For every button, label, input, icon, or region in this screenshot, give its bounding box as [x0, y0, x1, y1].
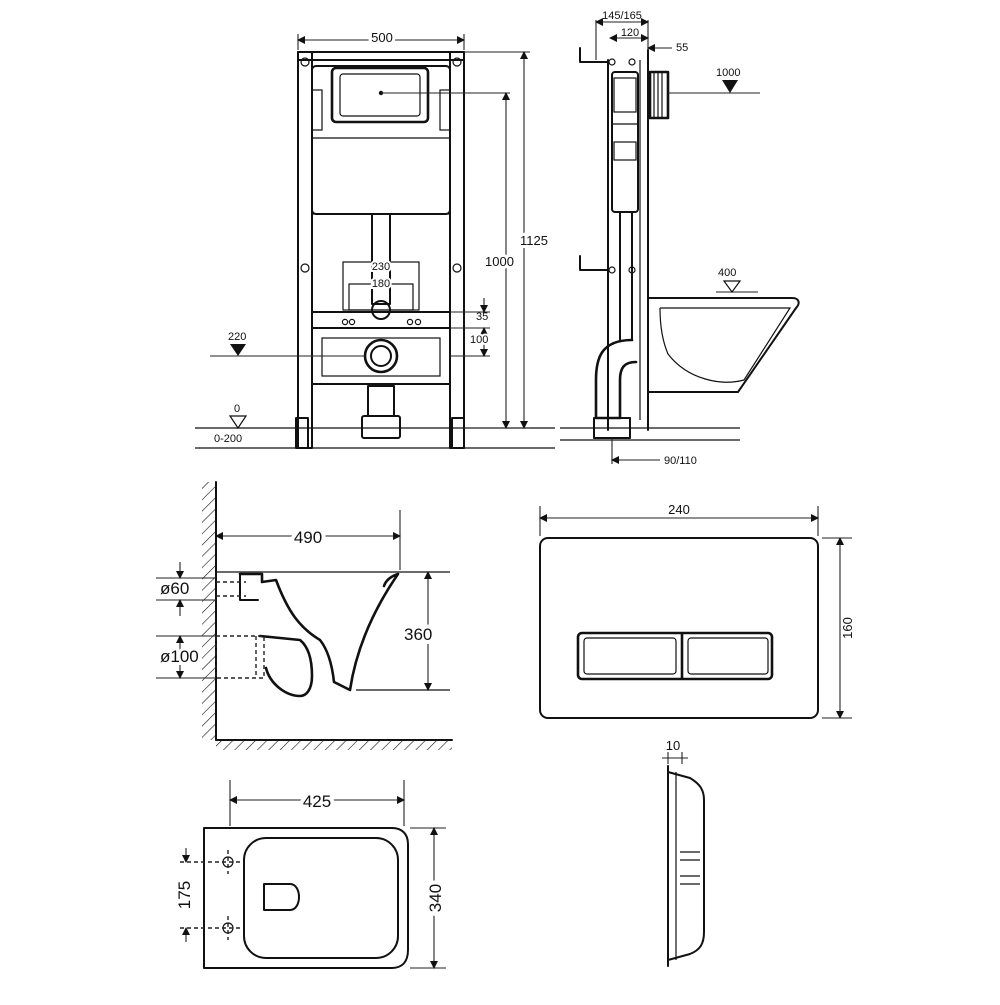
flush-button-small[interactable]	[583, 637, 677, 675]
cistern-side-bracket	[439, 89, 451, 131]
side-cistern	[611, 71, 639, 213]
top-drain-hole	[263, 883, 300, 911]
toilet-side-section: 490 360 ø60 ø100	[156, 481, 453, 750]
dim-spacing-230: 230	[372, 261, 390, 273]
top-inner-bowl	[243, 837, 399, 959]
dim-depth-55: 55	[676, 42, 688, 54]
mounting-bar-upper	[311, 311, 451, 329]
flush-button-large[interactable]	[687, 637, 769, 675]
side-bowl-inner	[659, 307, 792, 383]
dim-pipe-90-110: 90/110	[664, 455, 697, 467]
drain-support	[321, 337, 441, 377]
dim-depth-145-165: 145/165	[602, 10, 642, 22]
dim-plate-height-160: 160	[840, 617, 855, 639]
bracket-bolt	[628, 58, 636, 66]
bracket-bolt	[608, 266, 616, 274]
toilet-top-view: 425 340 175	[171, 780, 449, 969]
cistern-side-bracket	[311, 89, 323, 131]
dim-plate-thickness-10: 10	[666, 738, 680, 753]
bowl-trap	[258, 634, 314, 698]
level-220: 220	[228, 331, 246, 343]
drain-pipe-foot	[361, 415, 401, 439]
wall-bracket-top	[579, 47, 609, 63]
side-cistern-valve	[613, 141, 637, 161]
flush-pipe	[371, 213, 391, 305]
drain-pipe	[367, 385, 395, 417]
level-marker-open	[228, 415, 248, 430]
drain-bend-inner	[370, 345, 392, 367]
post-hole	[300, 263, 310, 273]
dim-offset-35: 35	[476, 311, 488, 323]
plate-side-profile	[667, 771, 705, 961]
level-1000: 1000	[716, 67, 740, 79]
bolt-hole	[406, 318, 414, 326]
post-hole	[452, 263, 462, 273]
frame-left-foot	[295, 417, 309, 449]
side-view: 145/165 120 55 1000 400 90/110	[560, 10, 800, 467]
level-marker-open	[722, 280, 742, 294]
post-hole	[300, 57, 310, 67]
dim-offset-100: 100	[470, 334, 488, 346]
bracket-bolt	[608, 58, 616, 66]
dim-height-1000: 1000	[485, 254, 514, 269]
level-range-0-200: 0-200	[214, 433, 242, 445]
bolt-spacing-180	[348, 283, 414, 311]
outlet-dash	[215, 635, 265, 679]
bowl-outline	[238, 572, 400, 692]
wall-hatch	[202, 482, 216, 740]
post-hole	[452, 57, 462, 67]
flush-plate-front: 240 160	[539, 502, 855, 719]
dim-depth-120: 120	[621, 27, 639, 39]
side-drain-bend	[594, 338, 638, 420]
flush-plate-side: 10	[662, 738, 705, 967]
top-outer-rim	[203, 827, 409, 969]
frame-left-post	[297, 51, 313, 449]
front-view-dimensions: 500 1125 1000 230 180 35 100 220 0 0-200	[210, 27, 551, 445]
bolt-hole	[341, 318, 349, 326]
frame-right-foot	[451, 417, 465, 449]
front-view-frame	[195, 51, 555, 449]
dim-length-490: 490	[294, 528, 322, 547]
level-marker-filled	[230, 344, 246, 356]
cistern-service-opening	[330, 66, 430, 124]
dim-width-500: 500	[371, 30, 393, 45]
dim-bolt-175: 175	[175, 881, 194, 909]
level-400: 400	[718, 267, 736, 279]
side-flush-box	[648, 70, 670, 120]
side-bowl-outline	[647, 297, 800, 393]
level-marker-filled	[722, 80, 738, 93]
frame-right-post	[449, 51, 465, 449]
flush-plate-button-frame	[576, 631, 774, 681]
dim-depth-340: 340	[426, 884, 445, 912]
dim-inlet-60: ø60	[160, 579, 189, 598]
floor-hatch	[216, 740, 452, 750]
drain-bend	[363, 338, 399, 374]
wall-bracket-bottom	[579, 255, 609, 271]
bolt-hole	[348, 318, 356, 326]
dim-outlet-100: ø100	[160, 647, 199, 666]
bowl-inlet	[239, 573, 259, 601]
dim-plate-width-240: 240	[668, 502, 690, 517]
cistern-service-inner	[339, 73, 421, 117]
bolt-hole	[414, 318, 422, 326]
flush-plate-body	[539, 537, 819, 719]
dim-spacing-180: 180	[372, 278, 390, 290]
dim-height-1125: 1125	[520, 233, 548, 248]
dim-height-360: 360	[404, 625, 432, 644]
dim-width-425: 425	[303, 792, 331, 811]
side-cistern-valve	[613, 77, 637, 113]
level-0: 0	[234, 403, 240, 415]
